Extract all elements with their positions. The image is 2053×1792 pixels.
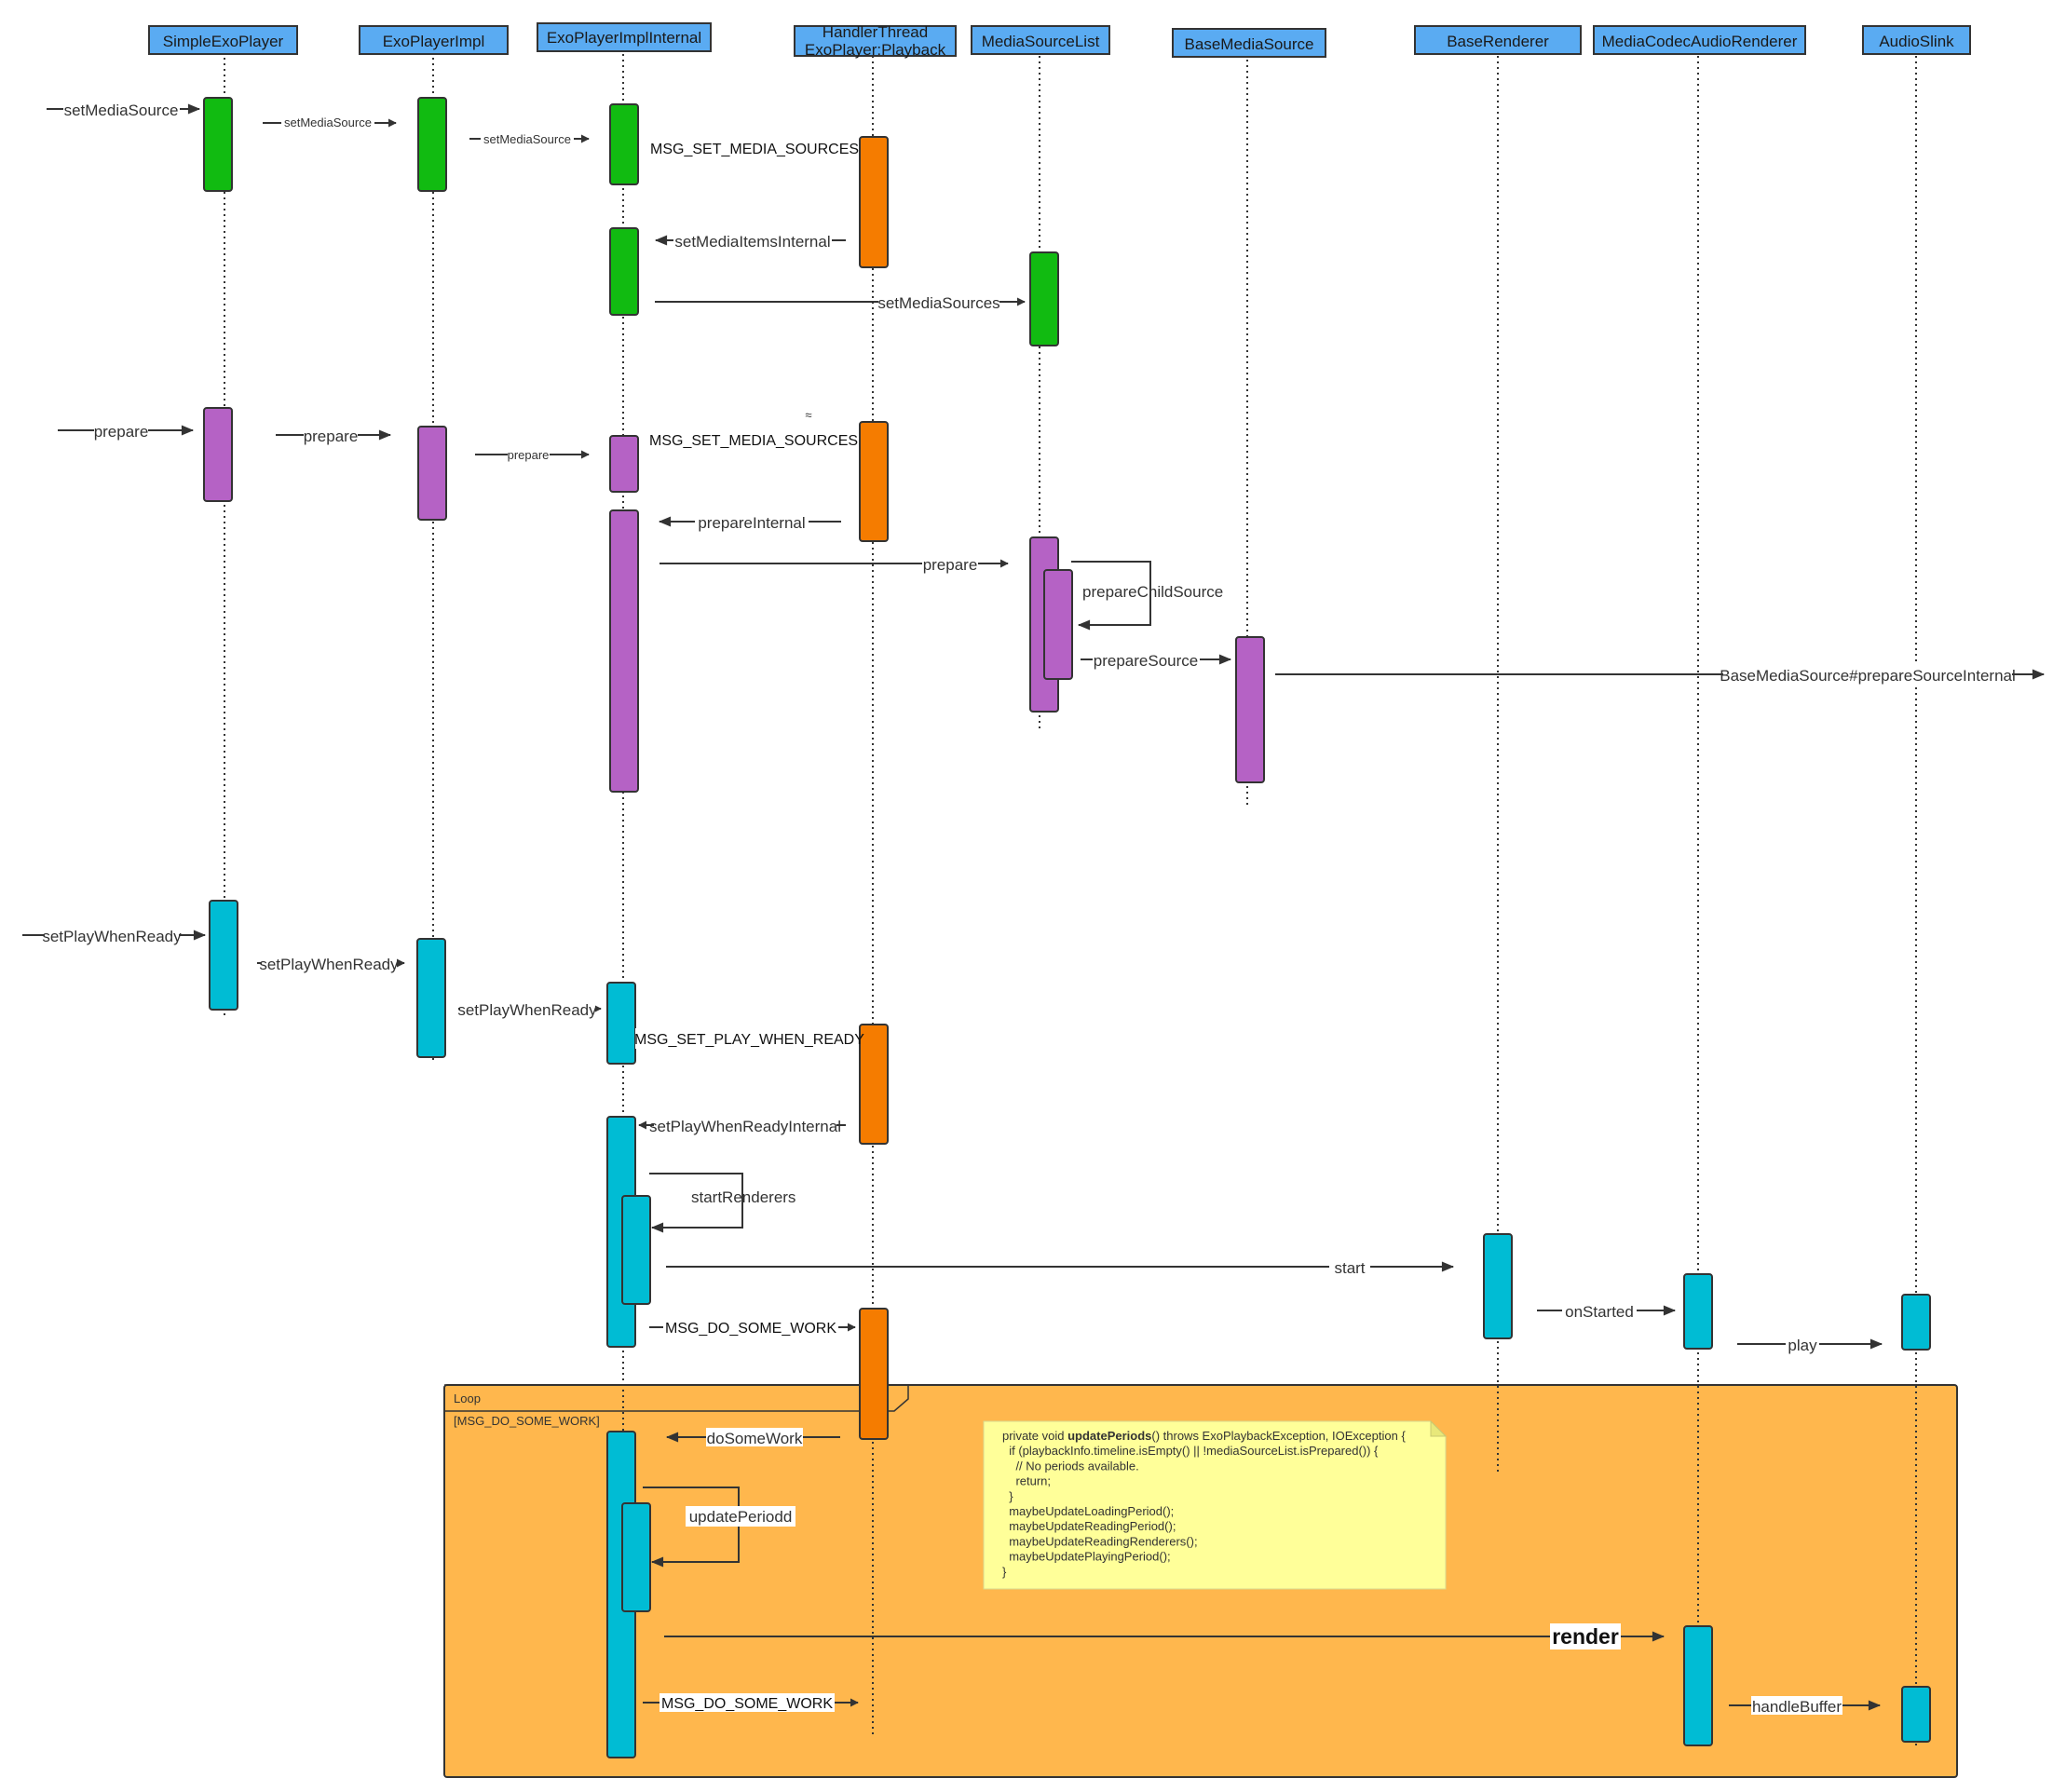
label-prepare: prepare: [923, 556, 978, 574]
activation-bar: [417, 426, 447, 521]
activation-bar: [1901, 1686, 1931, 1743]
activation-bar: [1683, 1625, 1713, 1746]
activation-bar: [859, 421, 889, 542]
header-label-line-1: HandlerThread: [823, 23, 928, 41]
label-play: play: [1788, 1337, 1817, 1354]
label-prepare-source: prepareSource: [1094, 652, 1198, 670]
label-render: render: [1552, 1624, 1619, 1649]
note-line: }: [1002, 1565, 1007, 1579]
note-text: private void updatePeriods() throws ExoP…: [1002, 1429, 1406, 1579]
label-prepare-source-internal: BaseMediaSource#prepareSourceInternal: [1720, 667, 2016, 685]
label-handle-buffer: handleBuffer: [1752, 1698, 1842, 1716]
activation-bar: [417, 97, 447, 192]
label-prepare: prepare: [304, 428, 359, 445]
label-msg-set-media-sources: MSG_SET_MEDIA_SOURCES: [649, 433, 858, 449]
activation-bar: [1235, 636, 1265, 783]
activation-bar: [203, 97, 233, 192]
activation-bar: [621, 1502, 651, 1612]
header-label: ExoPlayerImpl: [383, 33, 485, 50]
approx-mark: ≈: [805, 408, 811, 422]
label-prepare-child-source: prepareChildSource: [1082, 583, 1223, 601]
label-set-play-when-ready: setPlayWhenReady: [42, 928, 182, 945]
note-line: if (playbackInfo.timeline.isEmpty() || !…: [1002, 1444, 1379, 1458]
activation-bar: [609, 227, 639, 316]
loop-guard: [MSG_DO_SOME_WORK]: [454, 1414, 600, 1428]
activation-bar: [609, 509, 639, 793]
header-label: AudioSlink: [1879, 33, 1954, 50]
activation-bar: [609, 103, 639, 185]
activation-bar: [1483, 1233, 1513, 1339]
label-set-media-source: setMediaSource: [284, 115, 372, 129]
label-set-media-source: setMediaSource: [64, 102, 179, 119]
label-set-media-sources: setMediaSources: [877, 294, 999, 312]
label-set-play-when-ready: setPlayWhenReady: [259, 956, 399, 973]
arrow-start-renderers: [649, 1173, 743, 1233]
code-note: private void updatePeriods() throws ExoP…: [983, 1419, 1448, 1590]
header-handler-thread: HandlerThread ExoPlayer:Playback: [794, 23, 957, 59]
activation-bar: [609, 435, 639, 493]
activation-bar: [1029, 251, 1059, 346]
label-do-some-work: doSomeWork: [707, 1430, 803, 1447]
label-prepare: prepare: [508, 448, 550, 462]
header-exo-player-impl: ExoPlayerImpl: [359, 25, 509, 55]
header-media-codec-audio-renderer: MediaCodecAudioRenderer: [1593, 25, 1806, 55]
label-on-started: onStarted: [1565, 1303, 1634, 1321]
header-label: BaseMediaSource: [1185, 35, 1314, 53]
note-line: // No periods available.: [1002, 1459, 1139, 1473]
lifeline-headers: SimpleExoPlayer ExoPlayerImpl ExoPlayerI…: [148, 22, 1971, 59]
label-prepare: prepare: [94, 423, 149, 441]
label-set-media-items-internal: setMediaItemsInternal: [674, 233, 830, 251]
note-line: private void updatePeriods() throws ExoP…: [1002, 1429, 1406, 1443]
note-line: }: [1002, 1489, 1013, 1503]
activation-bar: [621, 1195, 651, 1305]
activation-bar: [859, 136, 889, 268]
activation-bar: [209, 900, 238, 1011]
label-update-periods: updatePeriodd: [689, 1508, 793, 1526]
activations: [203, 97, 1931, 1758]
note-line: maybeUpdateLoadingPeriod();: [1002, 1504, 1174, 1518]
note-line: maybeUpdatePlayingPeriod();: [1002, 1550, 1171, 1564]
label-msg-set-play-when-ready: MSG_SET_PLAY_WHEN_READY: [634, 1032, 864, 1048]
header-base-media-source: BaseMediaSource: [1172, 28, 1326, 58]
header-base-renderer: BaseRenderer: [1414, 25, 1582, 55]
label-prepare-internal: prepareInternal: [698, 514, 805, 532]
activation-bar: [416, 938, 446, 1058]
activation-bar: [859, 1308, 889, 1440]
activation-bar: [1901, 1294, 1931, 1351]
label-msg-set-media-sources: MSG_SET_MEDIA_SOURCES: [650, 142, 859, 157]
note-line: maybeUpdateReadingPeriod();: [1002, 1519, 1176, 1533]
header-label: MediaSourceList: [982, 33, 1100, 50]
label-msg-do-some-work: MSG_DO_SOME_WORK: [665, 1321, 836, 1337]
header-exo-player-impl-internal: ExoPlayerImplInternal: [537, 22, 712, 52]
label-start: start: [1334, 1259, 1365, 1277]
label-msg-do-some-work: MSG_DO_SOME_WORK: [661, 1696, 833, 1712]
activation-bar: [203, 407, 233, 502]
activation-bar: [1043, 569, 1073, 680]
header-audio-sink: AudioSlink: [1862, 25, 1971, 55]
header-label-line-2: ExoPlayer:Playback: [805, 41, 946, 59]
label-start-renderers: startRenderers: [691, 1188, 795, 1206]
header-media-source-list: MediaSourceList: [971, 25, 1110, 55]
loop-label: Loop: [454, 1392, 481, 1405]
label-set-play-when-ready-internal: setPlayWhenReadyInternal: [649, 1118, 841, 1135]
header-label: MediaCodecAudioRenderer: [1602, 33, 1798, 50]
arrow-prepare-child-source: [1071, 561, 1151, 631]
message-labels: setMediaSource setMediaSource setMediaSo…: [42, 100, 2016, 1716]
header-label: SimpleExoPlayer: [163, 33, 284, 50]
header-label: BaseRenderer: [1447, 33, 1549, 50]
header-label: ExoPlayerImplInternal: [547, 29, 701, 47]
label-set-play-when-ready: setPlayWhenReady: [457, 1001, 597, 1019]
label-set-media-source: setMediaSource: [483, 132, 571, 146]
header-simple-exo-player: SimpleExoPlayer: [148, 25, 298, 55]
note-line: maybeUpdateReadingRenderers();: [1002, 1534, 1198, 1548]
activation-bar: [859, 1024, 889, 1145]
activation-bar: [1683, 1273, 1713, 1350]
activation-bar: [606, 982, 636, 1065]
note-line: return;: [1002, 1474, 1051, 1488]
